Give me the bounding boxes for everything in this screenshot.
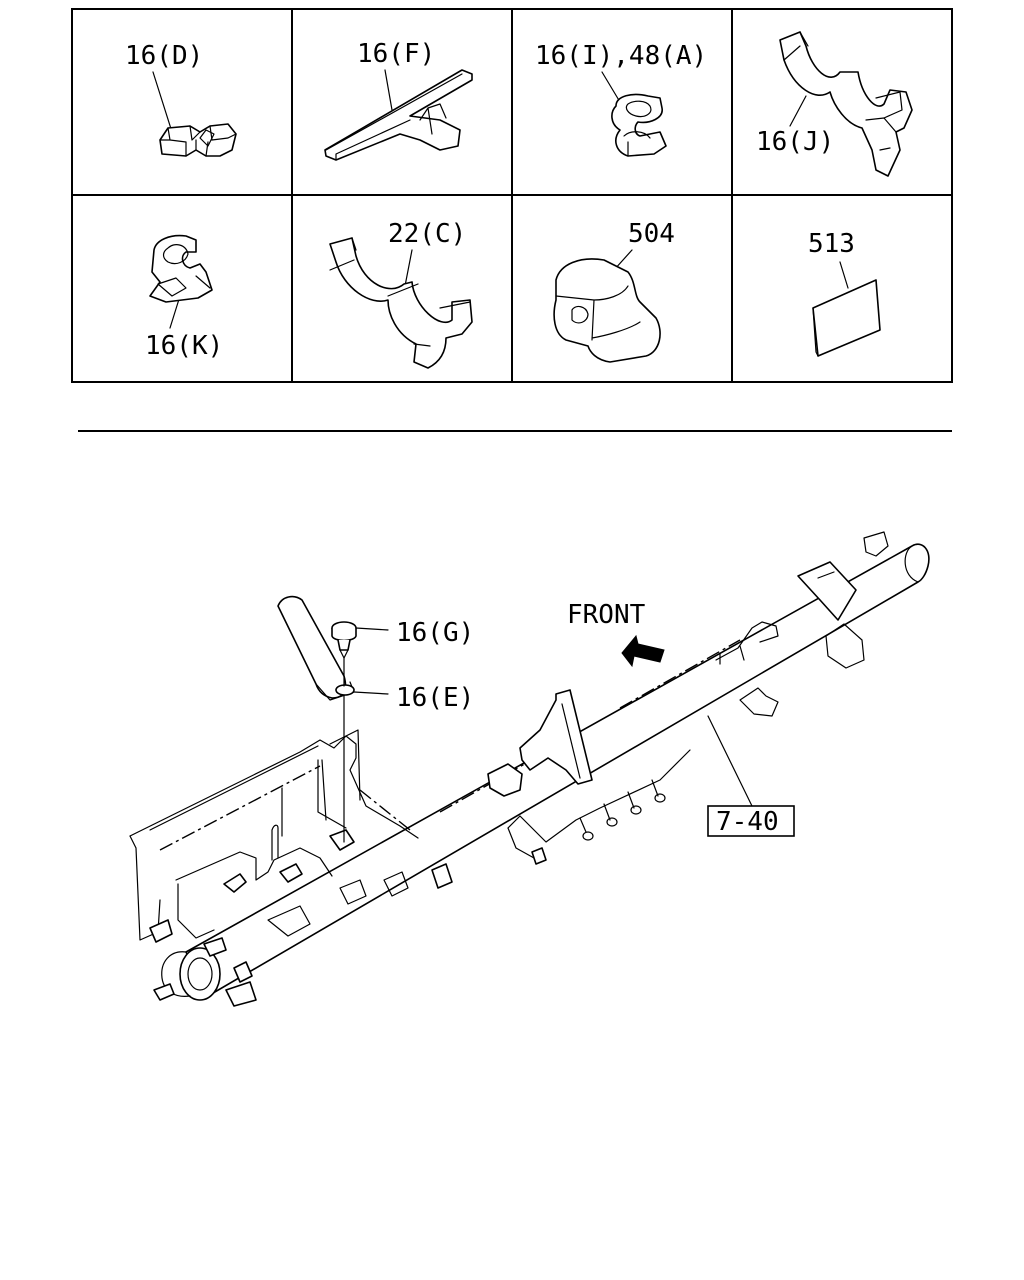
label-16i-48a: 16(I),48(A)	[535, 41, 707, 71]
label-22c: 22(C)	[388, 219, 466, 249]
clip-16d-icon	[159, 123, 237, 157]
label-513: 513	[808, 229, 855, 259]
sheet-513-icon	[812, 279, 881, 357]
clip-16i-icon	[611, 93, 667, 157]
left-structure	[129, 729, 453, 1007]
center-bracket	[487, 689, 593, 797]
legend-cell-16i-48a: 16(I),48(A)	[535, 41, 707, 157]
clip-22c-icon	[329, 237, 473, 369]
legend-cell-513: 513	[808, 229, 881, 357]
legend-cell-22c: 22(C)	[329, 219, 473, 369]
label-504: 504	[628, 219, 675, 249]
label-16j: 16(J)	[756, 127, 834, 157]
callout-16g: 16(G)	[396, 618, 474, 648]
reference-box	[707, 805, 795, 837]
right-brackets	[507, 531, 889, 865]
legend-cell-16j: 16(J)	[756, 31, 913, 177]
cross-car-beam	[161, 543, 930, 1001]
legend-grid	[71, 8, 953, 383]
bracket-16f-icon	[324, 69, 473, 161]
clip-16j-icon	[779, 31, 913, 177]
front-label: FRONT	[567, 600, 646, 630]
front-arrow-icon	[621, 634, 665, 668]
legend-cell-504: 504	[553, 219, 675, 363]
clip-16k-icon	[149, 234, 213, 303]
fastener-16g-icon	[331, 621, 357, 843]
legend-cell-16d: 16(D)	[125, 41, 237, 157]
label-16d: 16(D)	[125, 41, 203, 71]
assembly-view: FRONT	[129, 531, 930, 1007]
legend-cell-16k: 16(K)	[145, 234, 223, 361]
reference-7-40: 7-40	[716, 807, 779, 837]
label-16k: 16(K)	[145, 331, 223, 361]
pad-504-icon	[553, 258, 661, 363]
legend-cell-16f: 16(F)	[324, 39, 473, 161]
grab-bracket	[277, 595, 355, 701]
label-16f: 16(F)	[357, 39, 435, 69]
callout-16e: 16(E)	[396, 683, 474, 713]
